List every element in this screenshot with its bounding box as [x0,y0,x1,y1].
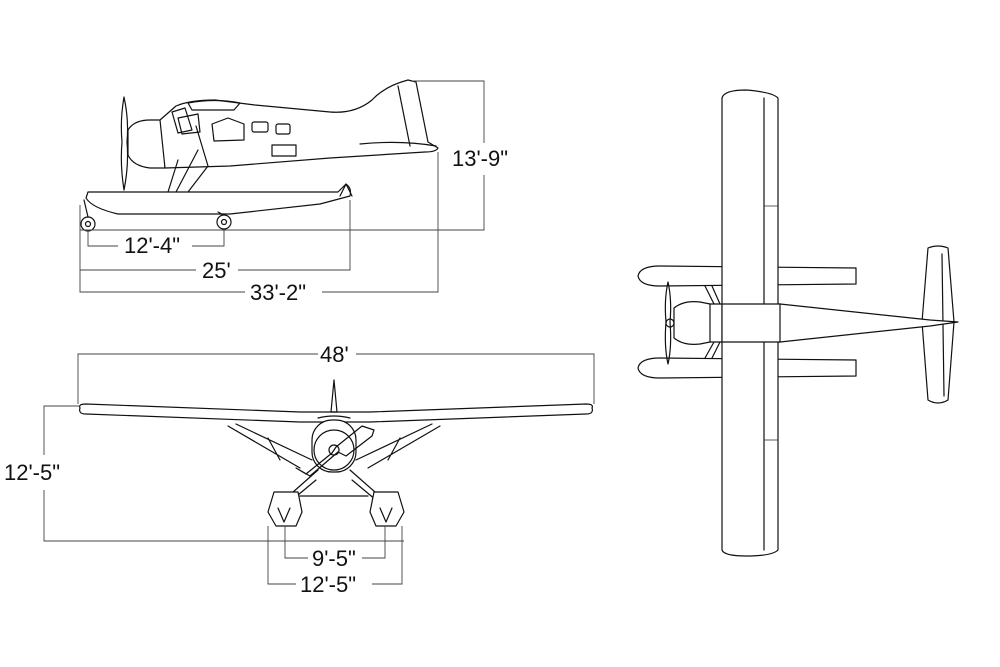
side-window-1 [177,113,201,135]
top-spinner [665,318,675,328]
side-cowling [127,119,166,169]
side-view-dimensions: 13'-9" 12'-4" 25' 33'-2" [79,80,508,305]
front-tail-fin [330,379,338,413]
side-wheel-front [80,216,96,232]
wingspan-label: 48' [320,342,349,367]
side-propeller [120,96,129,191]
front-strut-left [227,423,313,469]
front-wing-center [317,415,351,419]
float-inner-label: 9'-5" [312,546,356,571]
front-view [79,379,593,527]
front-float-right [369,491,405,527]
front-wing [79,403,593,423]
side-tail-fin [397,85,411,147]
wheelbase-label: 12'-4" [124,233,180,258]
side-wheel-front-leg [83,199,89,218]
side-windshield [171,107,193,134]
wingspan-dim-line [77,353,595,404]
side-window-4 [275,123,291,135]
front-strut-right [355,423,441,469]
top-elevator [941,253,945,397]
front-float-left [267,491,303,527]
side-wheel-front-hub [84,220,92,228]
overall-length-dim-line [79,152,439,293]
side-wing-root [187,99,241,111]
float-outer-dim-line [267,526,403,585]
wheelbase-dim-line [87,230,225,247]
top-cowling [673,301,711,345]
side-window-3 [251,121,269,133]
side-strut-front [187,125,209,193]
front-float-left-detail [277,507,291,523]
side-wheel-rear-leg [217,211,225,216]
side-door-panel [271,144,297,157]
top-view [637,89,959,557]
top-propeller [664,281,672,365]
side-view [80,79,439,232]
float-length-label: 25' [202,258,231,283]
side-fuselage [159,79,439,169]
side-strut-rear [167,149,199,193]
front-float-right-detail [379,507,393,523]
front-view-dimensions: 48' 12'-5" 9'-5" 12'-5" [4,342,595,597]
side-wheel-rear-hub [220,218,228,226]
height-label: 13'-9" [452,146,508,171]
side-wheel-rear [216,214,232,230]
overall-length-label: 33'-2" [250,280,306,305]
side-window-2 [211,117,245,142]
side-float [85,183,352,215]
top-fuselage [675,303,959,343]
float-outer-label: 12'-5" [300,572,356,597]
side-float-rudder [339,183,353,197]
front-propeller [295,425,375,477]
float-inner-dim-line [284,526,386,559]
front-height-dim-line [43,405,404,542]
top-cabin [721,303,781,343]
front-height-label: 12'-5" [4,460,60,485]
side-stabilizer [359,141,437,147]
height-dim-line [80,80,485,231]
